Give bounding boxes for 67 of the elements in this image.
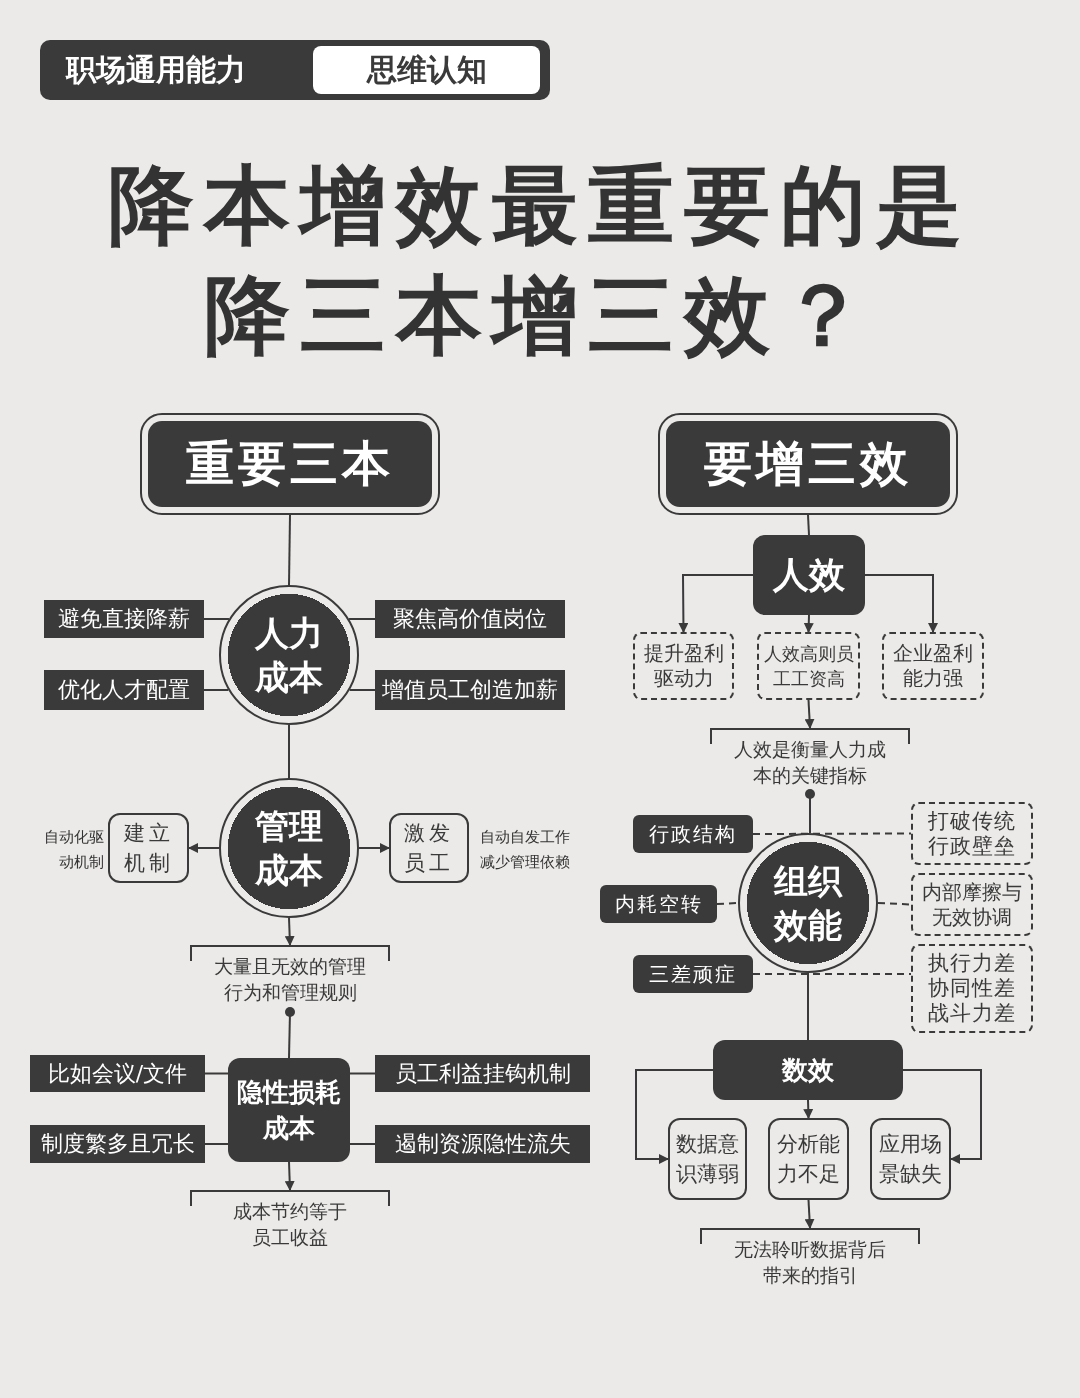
connector-line — [288, 514, 291, 586]
title: 降本增效最重要的是降三本增三效？ — [107, 154, 973, 367]
connector-line — [877, 902, 912, 906]
side-note: 自动自发工作减少管理依赖 — [480, 827, 571, 873]
connector-line — [203, 618, 230, 620]
item-box: 分析能力不足 — [768, 1118, 849, 1200]
heading-box: 重要三本 — [140, 413, 440, 515]
connector-line — [716, 902, 739, 905]
side-note: 自动化驱动机制 — [43, 827, 104, 873]
item-box: 建立机制 — [108, 813, 189, 883]
arrow — [902, 1069, 982, 1164]
bracket-note: 成本节约等于员工收益 — [190, 1190, 390, 1250]
connector-line — [348, 618, 376, 620]
dashed-box: 提升盈利驱动力 — [633, 632, 734, 700]
label-box: 比如会议/文件 — [30, 1055, 205, 1092]
arrow — [804, 1199, 815, 1229]
connector-line — [203, 689, 230, 691]
arrow — [284, 917, 295, 946]
heading-box: 要增三效 — [658, 413, 958, 515]
label-box: 优化人才配置 — [44, 670, 204, 710]
dashed-box: 企业盈利能力强 — [882, 632, 984, 700]
arrow — [864, 574, 938, 633]
connector-line — [204, 1143, 229, 1145]
arrow — [803, 614, 814, 633]
dashed-box: 执行力差协同性差战斗力差 — [911, 944, 1033, 1033]
connector-line — [807, 972, 809, 1041]
connector-line — [288, 724, 290, 779]
connector-line — [204, 1072, 229, 1075]
topic-circle: 组织效能 — [738, 833, 878, 973]
connector-line — [349, 1072, 376, 1075]
dashed-box: 内部摩擦与无效协调 — [911, 873, 1033, 936]
label-box: 内耗空转 — [600, 885, 717, 923]
arrow — [678, 574, 754, 633]
topic-box: 隐性损耗成本 — [228, 1058, 350, 1162]
category-bar — [40, 40, 550, 100]
topic-box: 人效 — [753, 535, 865, 615]
connector-line — [752, 832, 912, 835]
arrow — [284, 1161, 295, 1191]
connector-line — [348, 689, 376, 691]
label-box: 三差顽症 — [633, 955, 753, 993]
item-box: 应用场景缺失 — [870, 1118, 951, 1200]
connector-line — [807, 514, 810, 536]
topic-box: 数效 — [713, 1040, 903, 1100]
item-box: 数据意识薄弱 — [668, 1118, 747, 1200]
label-box: 聚焦高价值岗位 — [375, 600, 565, 638]
connector-line — [285, 1007, 295, 1059]
arrow — [358, 843, 390, 853]
arrow — [635, 1069, 714, 1164]
category-tab: 思维认知 — [313, 46, 540, 94]
topic-circle: 人力成本 — [219, 585, 359, 725]
connector-line — [805, 789, 815, 835]
connector-line — [349, 1143, 376, 1145]
topic-circle: 管理成本 — [219, 778, 359, 918]
label-box: 员工利益挂钩机制 — [375, 1055, 590, 1092]
label-box: 避免直接降薪 — [44, 600, 204, 638]
dashed-box: 人效高则员工工资高 — [757, 632, 860, 700]
label-box: 行政结构 — [633, 815, 753, 853]
tab-label: 职场通用能力 — [66, 50, 246, 89]
connector-line — [752, 973, 912, 975]
item-box: 激发员工 — [389, 813, 469, 883]
label-box: 增值员工创造加薪 — [375, 670, 565, 710]
label-box: 遏制资源隐性流失 — [375, 1125, 590, 1163]
arrow — [804, 699, 815, 729]
dashed-box: 打破传统行政壁垒 — [911, 802, 1033, 865]
arrow — [188, 843, 220, 853]
arrow — [803, 1099, 814, 1119]
label-box: 制度繁多且冗长 — [30, 1125, 205, 1163]
